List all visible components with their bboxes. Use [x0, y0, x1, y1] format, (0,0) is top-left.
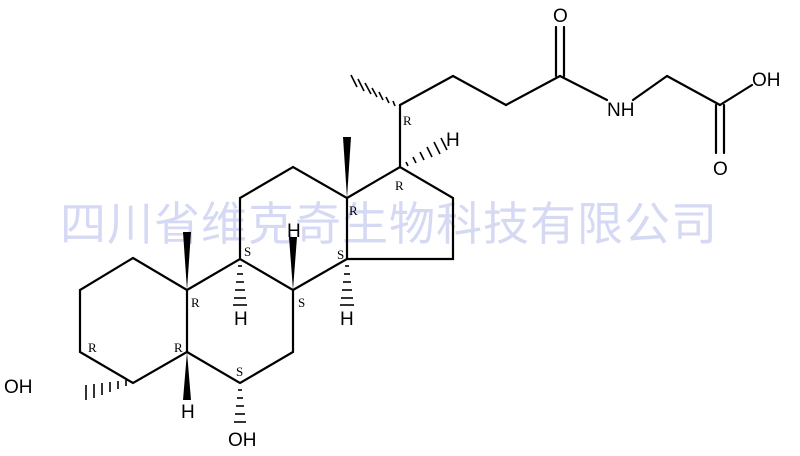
wedge-h-c5: [183, 352, 191, 400]
stereo-c17: R: [395, 178, 404, 193]
stereo-c5: R: [174, 340, 183, 355]
ring-b: [185, 257, 295, 385]
ring-c: [238, 165, 349, 292]
atom-o-acid: O: [713, 159, 728, 180]
side-chain: [398, 25, 754, 169]
watermark-text: 四川省维克奇生物科技有限公司: [60, 197, 718, 251]
ring-a: [78, 256, 189, 385]
atom-h-c8: H: [287, 221, 301, 242]
atom-h-c9: H: [234, 309, 248, 330]
atom-oh-acid: OH: [752, 70, 781, 91]
atom-o-amide: O: [553, 6, 568, 27]
wedge-c18-methyl: [343, 137, 351, 198]
atom-oh-c6: OH: [228, 430, 257, 451]
atom-oh-c3: OH: [4, 377, 33, 398]
wedge-h-c8: [289, 237, 297, 290]
stereo-c13: R: [349, 203, 358, 218]
atom-nh: NH: [607, 100, 634, 121]
stereo-c14: S: [337, 247, 344, 262]
wedge-c19-methyl: [183, 232, 191, 290]
atom-h-c5: H: [181, 402, 195, 423]
stereo-c8: S: [298, 295, 305, 310]
stereo-c6: S: [236, 364, 243, 379]
ring-d: [345, 165, 455, 261]
atom-h-c14: H: [340, 309, 354, 330]
stereo-c3: R: [88, 340, 97, 355]
hashed-bonds: [85, 74, 448, 423]
stereo-c10: R: [191, 295, 200, 310]
atom-h-c17: H: [446, 130, 460, 151]
stereo-c9: S: [244, 244, 251, 259]
stereo-c20: R: [403, 113, 412, 128]
